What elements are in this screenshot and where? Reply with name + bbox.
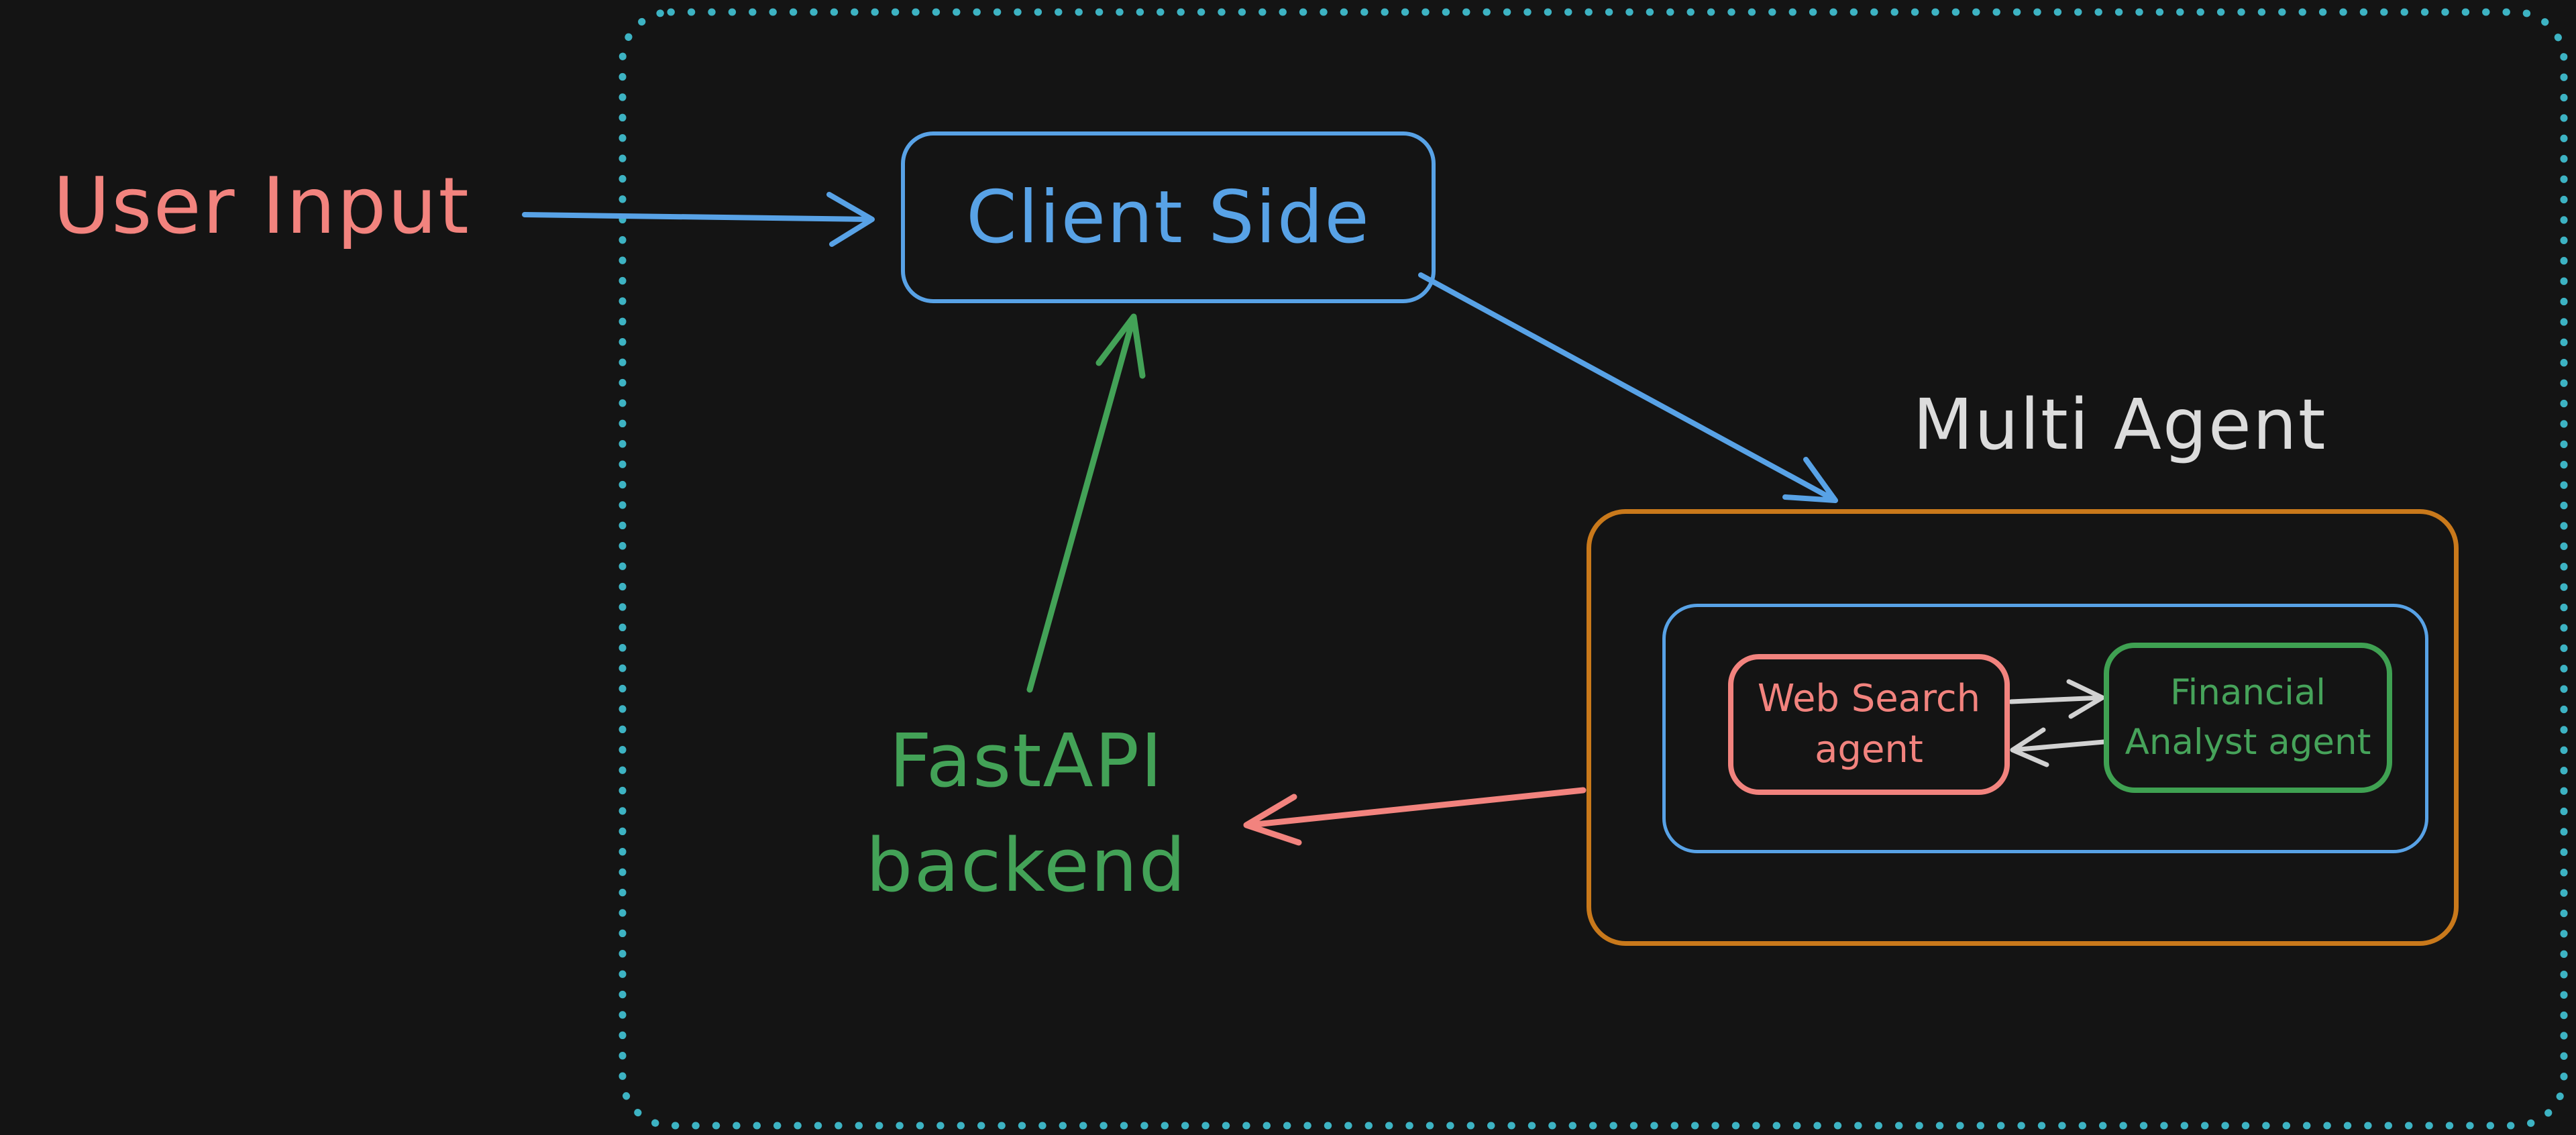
arrow-user-input-to-client-side [522, 192, 875, 247]
dotted-boundary-rect [619, 8, 2568, 1130]
financial-analyst-agent-box: Financial Analyst agent [2104, 643, 2392, 793]
web-search-agent-label-line1: Web Search [1757, 677, 1981, 721]
client-side-box: Client Side [901, 131, 1436, 303]
fastapi-backend-label-line1: FastAPI [889, 718, 1164, 804]
client-side-label: Client Side [966, 175, 1371, 260]
financial-analyst-label-line1: Financial [2169, 671, 2326, 713]
multi-agent-container-box [1587, 509, 2459, 946]
fastapi-backend-label-line2: backend [865, 822, 1187, 909]
web-search-agent-label-line2: agent [1815, 728, 1923, 771]
multi-agent-label: Multi Agent [1913, 384, 2327, 466]
financial-analyst-label-line2: Analyst agent [2125, 722, 2371, 763]
arrow-multi-agent-to-fastapi [1243, 787, 1587, 846]
arrow-fastapi-to-client-side [1026, 313, 1146, 693]
user-input-label: User Input [53, 161, 470, 252]
web-search-agent-box: Web Search agent [1728, 654, 2010, 795]
arrow-web-search-to-financial [2008, 679, 2105, 719]
agent-group-box [1662, 604, 2428, 853]
arrow-client-side-to-multi-agent [1418, 272, 1838, 503]
fastapi-backend-label: FastAPI backend [771, 708, 1281, 918]
arrow-financial-to-web-search [2010, 727, 2106, 767]
